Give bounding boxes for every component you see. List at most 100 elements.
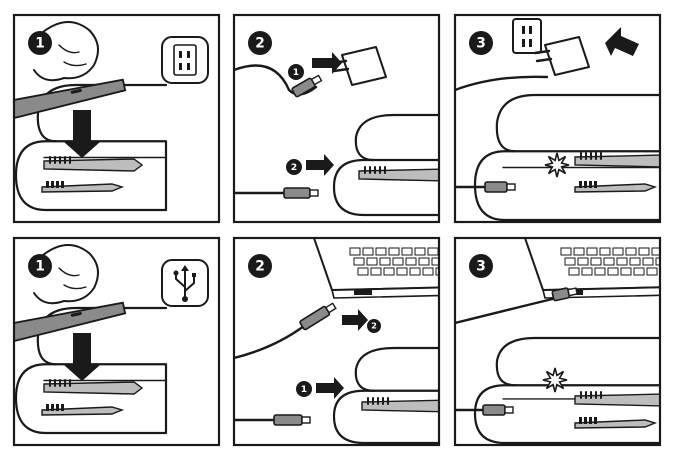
laptop-key (629, 257, 641, 266)
insert-arrow-icon (64, 333, 100, 381)
light-burst (542, 367, 568, 393)
brush-head-bristles (579, 181, 582, 188)
panel-border (232, 13, 441, 224)
step-number-badge: 2 (248, 31, 272, 55)
brush-head-bristles (61, 181, 64, 188)
brush-heads (41, 404, 125, 416)
plug-tip (310, 74, 323, 86)
hand (33, 21, 99, 82)
case-base (14, 363, 168, 435)
step-number-badge: 3 (469, 254, 493, 278)
brush-head-stem (41, 406, 125, 416)
brush-head-bristles (594, 181, 597, 188)
panel-border (453, 236, 662, 447)
laptop-key (620, 267, 632, 276)
badge-circle (248, 31, 272, 55)
laptop-key (388, 247, 400, 256)
brush-handle (14, 301, 127, 342)
toothbrush-in-case (574, 152, 660, 168)
finger-line (58, 267, 80, 277)
laptop-key (607, 267, 619, 276)
laptop-key (564, 257, 576, 266)
usb-base-dot (182, 296, 188, 302)
badge-number: 1 (301, 384, 307, 395)
adapter-body (341, 46, 387, 86)
step-number-badge: 3 (469, 31, 493, 55)
charging-case (473, 93, 660, 222)
laptop-key (581, 267, 593, 276)
case-lid (354, 113, 439, 162)
brush-handle (43, 158, 144, 172)
case-lid (354, 346, 439, 392)
adapter-prong (535, 57, 553, 63)
adapter-cable (234, 64, 318, 96)
usb-port (354, 290, 372, 295)
plug-tip (309, 189, 319, 197)
charging-light-icon (542, 367, 568, 393)
plug-body (484, 181, 508, 193)
badge-number: 3 (476, 259, 486, 275)
laptop-key (441, 248, 451, 255)
panel-border (12, 236, 221, 447)
plug-body (283, 187, 311, 199)
case-base (332, 158, 439, 217)
socket-slot (187, 51, 190, 58)
adapter-prong (332, 67, 350, 73)
arrow-shape (342, 309, 368, 331)
badge-number: 1 (35, 36, 45, 52)
socket-plate (173, 44, 197, 76)
step-number-badge: 2 (248, 254, 272, 278)
laptop-key (586, 247, 598, 256)
brush-head-bristles (584, 181, 587, 188)
brush-head-bristles (51, 404, 54, 411)
badge-circle (288, 64, 304, 80)
laptop-key (414, 247, 426, 256)
badge-circle (469, 31, 493, 55)
laptop-key (353, 257, 365, 266)
laptop-key (633, 267, 645, 276)
connect-arrow-icon (312, 52, 342, 74)
case-base (473, 150, 660, 222)
plug-tip (567, 287, 578, 297)
plug-body (551, 287, 571, 302)
laptop-key (594, 267, 606, 276)
arrow-shape (605, 27, 639, 56)
insert-arrow-icon (64, 110, 100, 158)
connect-arrow-icon (316, 377, 344, 399)
laptop-key (357, 267, 369, 276)
laptop-edge (542, 286, 660, 299)
laptop-key (603, 257, 615, 266)
usb-square (192, 273, 196, 277)
brush-head-bristles (579, 417, 582, 424)
socket-slot (522, 39, 525, 47)
laptop-key (651, 247, 660, 256)
step-badge: 1 (296, 381, 312, 397)
socket-slot (179, 51, 182, 58)
brush-head-bristles (51, 181, 54, 188)
socket-slot (529, 39, 532, 47)
usb-icon (161, 259, 209, 307)
laptop-key (396, 267, 408, 276)
laptop-key (573, 247, 585, 256)
brush-head-bristles (56, 181, 59, 188)
finger-line (63, 284, 87, 290)
step-number-badge: 1 (28, 254, 52, 278)
laptop (313, 238, 451, 299)
laptop-edge (331, 286, 439, 299)
panel-laptop-connected-charging: 3 (455, 238, 660, 445)
laptop-key (568, 267, 580, 276)
case-cable-plug (482, 404, 514, 416)
case-base (332, 389, 439, 445)
usb-branch (175, 274, 186, 288)
badge-circle (248, 254, 272, 278)
brush-heads (41, 181, 125, 193)
wall-socket-icon (161, 36, 209, 84)
laptop-key (638, 247, 650, 256)
panel-border (453, 13, 662, 224)
toothbrush-held (14, 301, 127, 342)
arrow-shape (306, 154, 334, 176)
usb-arrowhead (181, 265, 189, 271)
brush-head-bristles (46, 404, 49, 411)
brush-heads (574, 181, 658, 193)
